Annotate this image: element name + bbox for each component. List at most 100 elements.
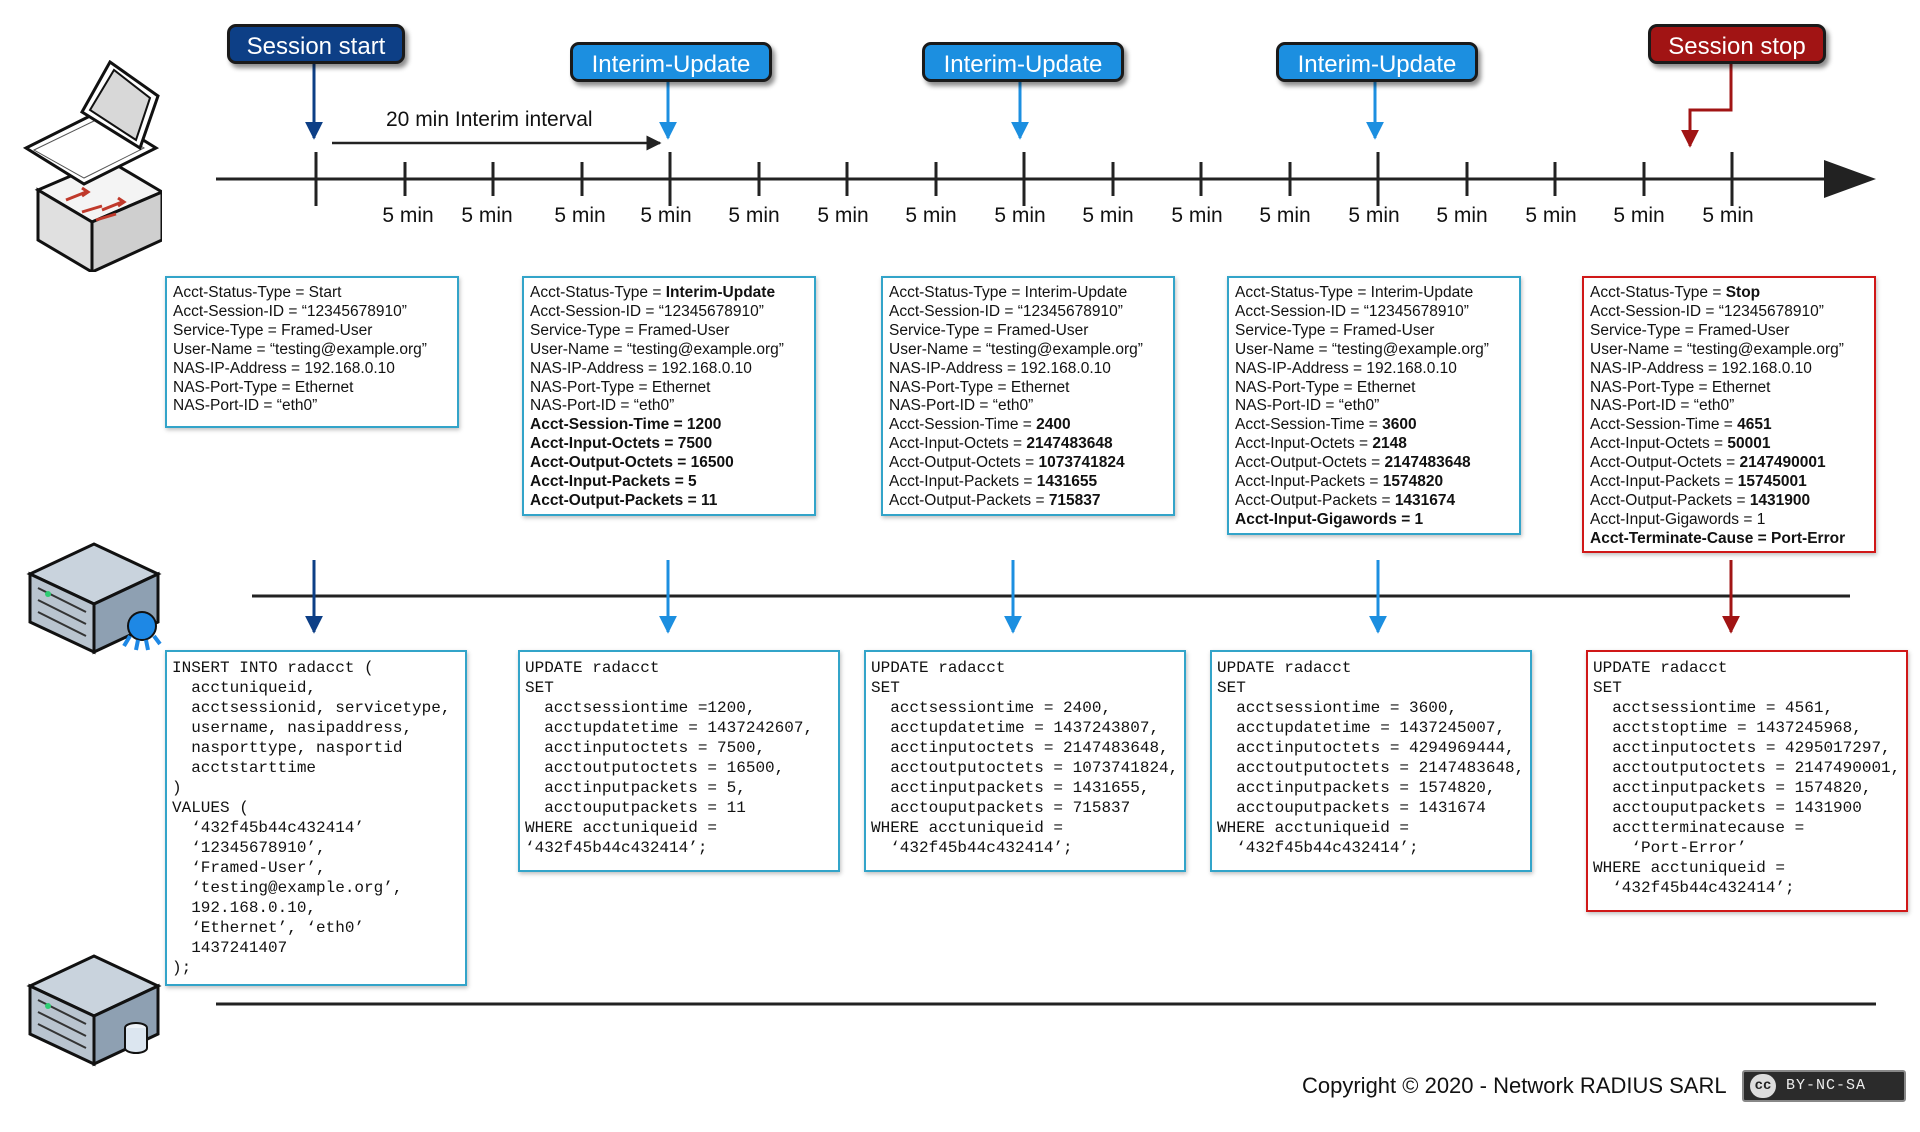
attribute-bold-text: Acct-Input-Packets = 5	[530, 473, 697, 491]
license-label: BY-NC-SA	[1786, 1077, 1867, 1094]
attribute-line: Acct-Session-ID = “12345678910”	[173, 303, 451, 322]
attribute-text: NAS-Port-Type = Ethernet	[889, 378, 1070, 396]
tick-label: 5 min	[817, 204, 869, 227]
attribute-bold-text: Acct-Output-Octets = 16500	[530, 454, 734, 472]
attribute-text: Acct-Session-Time =	[889, 416, 1037, 434]
attribute-text: User-Name = “testing@example.org”	[1590, 340, 1844, 358]
attribute-bold-text: Acct-Output-Packets = 11	[530, 491, 718, 509]
attribute-line: Acct-Session-Time = 2400	[889, 416, 1167, 435]
attribute-line: Acct-Session-ID = “12345678910”	[1235, 303, 1513, 322]
sql-line: acctouputpackets = 1431674	[1217, 799, 1486, 817]
sql-line: acctinputpackets = 1574820,	[1217, 779, 1496, 797]
attribute-text: User-Name = “testing@example.org”	[889, 340, 1143, 358]
attribute-line: Acct-Input-Packets = 1431655	[889, 473, 1167, 492]
attribute-line: User-Name = “testing@example.org”	[1590, 341, 1868, 360]
attribute-line: Acct-Output-Octets = 1073741824	[889, 454, 1167, 473]
attribute-line: Acct-Status-Type = Interim-Update	[889, 284, 1167, 303]
sql-line: acctinputpackets = 5,	[525, 779, 746, 797]
attribute-line: NAS-Port-ID = “eth0”	[1590, 397, 1868, 416]
tick-label: 5 min	[1702, 204, 1754, 227]
attribute-text: Acct-Status-Type =	[1590, 284, 1726, 301]
attribute-line: Service-Type = Framed-User	[1590, 322, 1868, 341]
attribute-text: Service-Type = Framed-User	[889, 321, 1089, 339]
sql-line: UPDATE radacct	[1217, 659, 1352, 677]
attribute-line: Acct-Output-Octets = 2147490001	[1590, 454, 1868, 473]
attribute-text: Acct-Input-Packets =	[1235, 473, 1383, 491]
attribute-bold-text: Interim-Update	[665, 284, 776, 301]
attribute-bold-text: 1574820	[1382, 473, 1444, 491]
tick-label: 5 min	[1082, 204, 1134, 227]
tick-label: 5 min	[1259, 204, 1311, 227]
tick-label: 5 min	[554, 204, 606, 227]
tick-label: 5 min	[905, 204, 957, 227]
attribute-text: NAS-IP-Address = 192.168.0.10	[530, 359, 752, 377]
nas-laptop-icon	[22, 60, 162, 272]
sql-line: acctoutputoctets = 1073741824,	[871, 759, 1179, 777]
creative-commons-icon: cc	[1750, 1074, 1776, 1098]
sql-line: acctsessiontime = 4561,	[1593, 699, 1834, 717]
sql-line: acctstoptime = 1437245968,	[1593, 719, 1862, 737]
attribute-text: Acct-Output-Octets =	[1235, 454, 1385, 472]
sql-line: acctupdatetime = 1437242607,	[525, 719, 814, 737]
sql-line: 192.168.0.10,	[172, 899, 317, 917]
attribute-line: NAS-Port-Type = Ethernet	[530, 379, 808, 398]
attribute-text: Acct-Status-Type = Interim-Update	[1235, 284, 1474, 301]
sql-line: 1437241407	[172, 939, 288, 957]
attribute-line: NAS-Port-ID = “eth0”	[889, 397, 1167, 416]
attribute-line: Acct-Output-Octets = 16500	[530, 454, 808, 473]
tick-label: 5 min	[1348, 204, 1400, 227]
attribute-text: Service-Type = Framed-User	[1590, 321, 1790, 339]
sql-line: ‘Framed-User’,	[172, 859, 326, 877]
attribute-text: NAS-Port-Type = Ethernet	[173, 378, 354, 396]
attribute-line: NAS-IP-Address = 192.168.0.10	[173, 360, 451, 379]
attribute-line: NAS-Port-ID = “eth0”	[173, 397, 451, 416]
sql-line: acctinputoctets = 2147483648,	[871, 739, 1169, 757]
database-server-icon	[26, 954, 162, 1067]
attribute-line: Acct-Session-Time = 4651	[1590, 416, 1868, 435]
cc-license-badge[interactable]: cc BY-NC-SA	[1742, 1070, 1906, 1102]
attribute-bold-text: Acct-Terminate-Cause = Port-Error	[1590, 529, 1846, 547]
attribute-text: Service-Type = Framed-User	[173, 321, 373, 339]
sql-line: acctinputpackets = 1431655,	[871, 779, 1150, 797]
interim-update-label-3: Interim-Update	[1276, 42, 1478, 82]
sql-line: acctinputoctets = 4295017297,	[1593, 739, 1891, 757]
attribute-line: Acct-Input-Gigawords = 1	[1235, 511, 1513, 530]
sql-line: ‘12345678910’,	[172, 839, 326, 857]
attribute-line: Acct-Status-Type = Stop	[1590, 284, 1868, 303]
attribute-text: Service-Type = Framed-User	[1235, 321, 1435, 339]
sql-line: acctsessionid, servicetype,	[172, 699, 451, 717]
sql-line: acctuniqueid,	[172, 679, 317, 697]
sql-line: acctinputpackets = 1574820,	[1593, 779, 1872, 797]
attribute-line: NAS-Port-Type = Ethernet	[1590, 379, 1868, 398]
sql-line: acctsessiontime = 3600,	[1217, 699, 1458, 717]
session-start-label: Session start	[227, 24, 405, 64]
sql-line: ‘432f45b44c432414’;	[525, 839, 708, 857]
sql-line: );	[172, 959, 192, 977]
sql-line: WHERE acctuniqueid =	[525, 819, 718, 837]
attribute-bold-text: 2147483648	[1384, 454, 1471, 472]
attribute-text: Acct-Output-Octets =	[1590, 454, 1740, 472]
attribute-line: Acct-Input-Packets = 15745001	[1590, 473, 1868, 492]
attribute-line: Acct-Output-Packets = 1431900	[1590, 492, 1868, 511]
attribute-text: Acct-Session-ID = “12345678910”	[173, 302, 407, 320]
attribute-bold-text: 715837	[1048, 491, 1101, 509]
sql-line: UPDATE radacct	[1593, 659, 1728, 677]
attribute-text: NAS-IP-Address = 192.168.0.10	[1590, 359, 1812, 377]
attribute-line: NAS-IP-Address = 192.168.0.10	[1235, 360, 1513, 379]
attribute-text: Acct-Session-Time =	[1590, 416, 1738, 434]
sql-line: ‘432f45b44c432414’;	[1593, 879, 1795, 897]
stop-event-arrow	[1681, 64, 1733, 148]
attribute-line: Acct-Output-Packets = 11	[530, 492, 808, 511]
sql-line: WHERE acctuniqueid =	[1593, 859, 1786, 877]
attribute-bold-text: 2148	[1372, 435, 1407, 453]
sql-line: acctoutputoctets = 16500,	[525, 759, 785, 777]
attribute-line: Acct-Input-Octets = 2147483648	[889, 435, 1167, 454]
attribute-line: User-Name = “testing@example.org”	[1235, 341, 1513, 360]
attribute-text: Acct-Session-ID = “12345678910”	[1235, 302, 1469, 320]
sql-line: WHERE acctuniqueid =	[1217, 819, 1410, 837]
sql-line: ‘432f45b44c432414’;	[1217, 839, 1419, 857]
attribute-text: Acct-Status-Type = Interim-Update	[889, 284, 1128, 301]
attribute-bold-text: Acct-Input-Gigawords = 1	[1235, 510, 1424, 528]
sql-line: INSERT INTO radacct (	[172, 659, 374, 677]
